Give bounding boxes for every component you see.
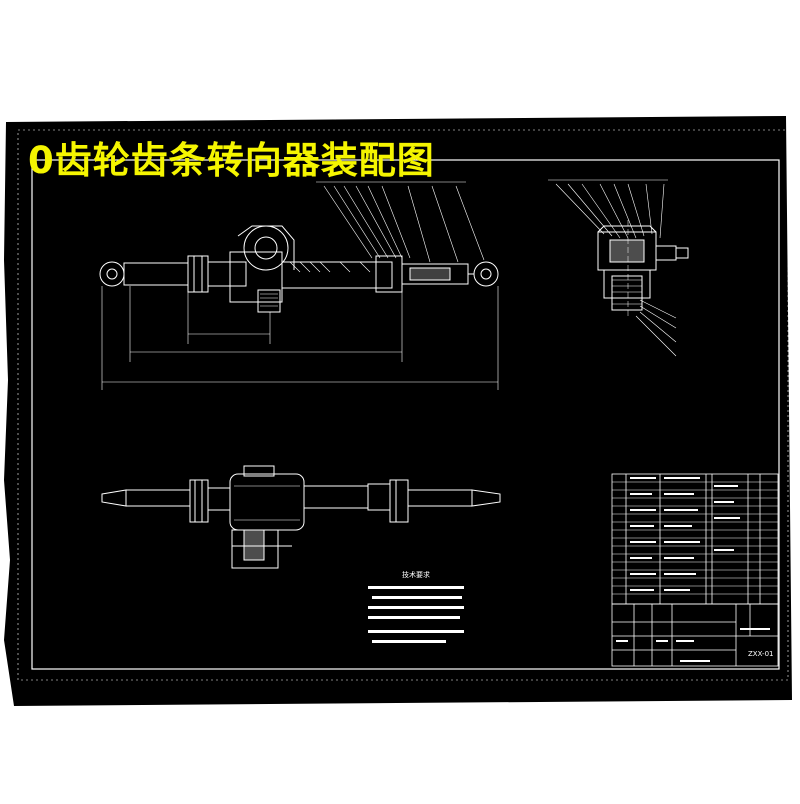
section-hatch xyxy=(289,261,371,273)
leader-lines xyxy=(316,181,485,263)
top-view xyxy=(101,465,501,569)
title-block: ZXX-01 xyxy=(611,603,779,667)
paper-background xyxy=(4,116,792,706)
drawing-frame xyxy=(31,159,780,670)
dimension-lines xyxy=(101,286,499,390)
parts-list xyxy=(611,473,779,605)
side-section-view xyxy=(548,179,689,357)
inner-frame xyxy=(17,129,789,681)
notes-title: 技术要求 xyxy=(402,570,430,579)
drawing-title: 0齿轮齿条转向器装配图 xyxy=(28,139,435,182)
technical-notes: 技术要求 xyxy=(368,570,464,643)
drawing-code: ZXX-01 xyxy=(748,650,773,658)
front-view xyxy=(99,181,499,390)
